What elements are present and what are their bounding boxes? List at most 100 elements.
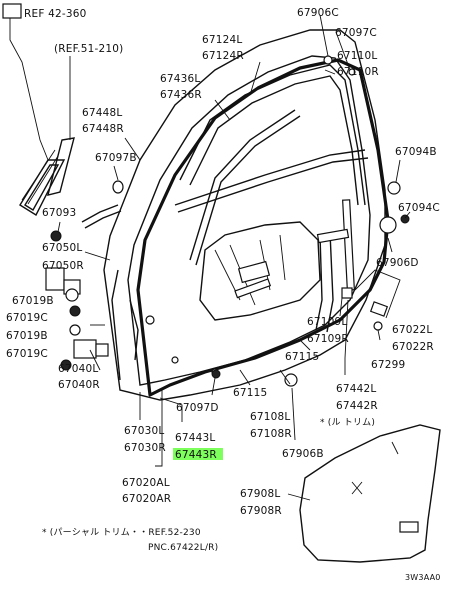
bolt-67019c-1 — [69, 305, 81, 317]
label-67019c-2: 67019C — [6, 348, 48, 360]
glass-run-rear-2 — [326, 231, 334, 333]
door-weatherstrip — [136, 58, 390, 397]
leader-67906d — [387, 237, 393, 253]
clip-67094b — [387, 181, 401, 195]
door-trim-panel — [299, 424, 441, 563]
label-67448r: 67448R — [82, 123, 124, 135]
label-67124l: 67124L — [202, 34, 242, 46]
label-67442l: 67442L — [336, 383, 376, 395]
quarter-hatch-1 — [21, 149, 56, 201]
leader-67093 — [57, 221, 61, 233]
bolt-67019b-1 — [65, 288, 79, 302]
note-line-1: * (パーシャル トリム・・REF.52-230 — [42, 527, 201, 538]
drain-hole-1 — [171, 356, 179, 364]
label-67436l: 67436L — [160, 73, 200, 85]
clip-67097d — [211, 369, 221, 379]
leader-67094b — [395, 159, 401, 183]
label-67115-1: 67115 — [285, 351, 319, 363]
leader-67022 — [354, 269, 401, 319]
front-seal-strip — [81, 204, 119, 223]
label-67109l: 67109L — [307, 316, 347, 328]
clip-67097b — [112, 180, 124, 194]
bolt-67019b-2 — [69, 324, 81, 336]
label-67110r: 67110R — [337, 66, 379, 78]
leader-67040 — [89, 349, 101, 371]
label-67299: 67299 — [371, 359, 405, 371]
label-67108r: 67108R — [250, 428, 292, 440]
label-67040l: 67040L — [58, 363, 98, 375]
highlight-67443r — [173, 448, 223, 460]
ref-42-360-leader — [9, 18, 49, 161]
quarter-bracket — [47, 137, 75, 196]
door-check-hole — [145, 315, 155, 325]
leader-67109 — [339, 297, 343, 317]
leader-67443 — [159, 397, 183, 422]
label-67019b-1: 67019B — [12, 295, 54, 307]
leader-67110 — [324, 69, 336, 75]
label-67050r: 67050R — [42, 260, 84, 272]
label-67030l: 67030L — [124, 425, 164, 437]
quarter-glass-trim — [19, 137, 75, 216]
striker-block — [341, 287, 353, 299]
bolt-67093 — [50, 230, 62, 242]
leader-67050 — [84, 251, 111, 261]
bolt-67019c-2 — [60, 359, 72, 371]
trim-pocket — [399, 521, 419, 533]
inner-handle — [237, 260, 271, 284]
door-assembly — [103, 29, 390, 401]
label-67019b-2: 67019B — [6, 330, 48, 342]
leader-67124 — [249, 61, 261, 96]
leader-67442 — [344, 299, 349, 375]
hinges — [45, 230, 109, 371]
leader-67906c — [319, 14, 329, 57]
hinge-side-edge — [111, 269, 121, 381]
clip-67906d — [379, 216, 397, 234]
label-67443l: 67443L — [175, 432, 215, 444]
lower-hinge-leaf — [95, 343, 109, 357]
ref-51-210-label: (REF.51-210) — [54, 43, 123, 55]
label-67094c: 67094C — [398, 202, 440, 214]
leader-67097b — [113, 165, 119, 181]
belt-line-2 — [177, 157, 369, 213]
trim-detail — [391, 441, 399, 455]
glass-run-front-2 — [195, 115, 301, 266]
screw-67299 — [373, 321, 383, 331]
label-67019c-1: 67019C — [6, 312, 48, 324]
leader-67108 — [279, 369, 291, 385]
leader-67115-2 — [239, 369, 251, 386]
quarter-hatch-2 — [27, 155, 59, 205]
leader-67299 — [377, 329, 381, 341]
label-67906c: 67906C — [297, 7, 339, 19]
label-67115-2: 67115 — [233, 387, 267, 399]
label-67050l: 67050L — [42, 242, 82, 254]
ref-42-360-callout: REF 42-360 — [2, 3, 86, 161]
label-67906b: 67906B — [282, 448, 324, 460]
leader-67906b — [291, 387, 296, 441]
clip-67906c — [323, 55, 333, 65]
leader-67097c — [335, 31, 351, 71]
label-67097c: 67097C — [335, 27, 377, 39]
leader-67448 — [124, 137, 141, 161]
label-67436r: 67436R — [160, 89, 202, 101]
leader-67097d — [211, 377, 216, 396]
label-67906d: 67906D — [376, 257, 419, 269]
label-67040r: 67040R — [58, 379, 100, 391]
diagram-code: 3W3AA0 — [405, 573, 441, 582]
label-67020ar: 67020AR — [122, 493, 171, 505]
hinge-side-detail — [129, 299, 139, 361]
label-67442r: 67442R — [336, 400, 378, 412]
glass-run-strips — [81, 109, 355, 333]
group-brackets — [90, 324, 162, 467]
label-67022l: 67022L — [392, 324, 432, 336]
label-67093: 67093 — [42, 207, 76, 219]
clip-67906b — [284, 373, 298, 387]
leader-67436 — [214, 99, 231, 121]
label-67022r: 67022R — [392, 341, 434, 353]
ref-51-210-callout: (REF.51-210) — [54, 43, 123, 140]
quarter-trim-inner — [24, 164, 60, 211]
leader-67115-1 — [299, 339, 311, 351]
label-67097d: 67097D — [176, 402, 219, 414]
leader-67094c — [404, 211, 411, 219]
ref-box — [2, 3, 22, 19]
note-line-2: PNC.67422L/R) — [148, 543, 218, 553]
